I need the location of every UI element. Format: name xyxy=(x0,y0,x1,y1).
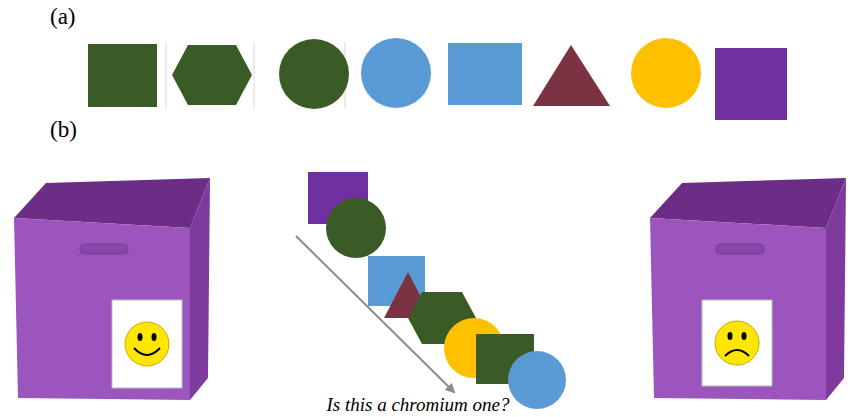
shape-row xyxy=(88,38,787,120)
purple-square xyxy=(715,48,787,120)
yellow-circle xyxy=(631,38,701,108)
red-triangle xyxy=(533,45,610,106)
box-label-card xyxy=(112,300,182,388)
blue-circle xyxy=(508,351,566,409)
storage-box-happy xyxy=(14,178,210,400)
green-square xyxy=(88,44,157,107)
box-handle xyxy=(80,244,128,254)
sad-eye xyxy=(728,332,733,340)
panel-label: (a) xyxy=(50,4,76,29)
box-side xyxy=(190,178,210,400)
panel-label: (b) xyxy=(50,117,77,142)
shape-sequence xyxy=(308,172,566,409)
sad-eye xyxy=(742,332,747,340)
box-handle xyxy=(716,244,764,254)
blue-circle xyxy=(361,38,431,108)
green-circle xyxy=(326,198,386,258)
green-circle xyxy=(279,39,349,109)
blue-square xyxy=(448,43,522,105)
box-label-card xyxy=(702,300,772,386)
smiley-face xyxy=(125,322,169,366)
smiley-mouth xyxy=(134,348,160,355)
smiley-eye xyxy=(152,333,157,341)
sad-face xyxy=(715,321,759,365)
caption-question: Is this a chromium one? xyxy=(327,395,510,416)
storage-box-sad xyxy=(650,178,846,400)
box-front xyxy=(14,218,190,400)
box-side xyxy=(826,178,846,400)
smiley-eye xyxy=(138,333,143,341)
box-front xyxy=(650,218,826,400)
divider-line xyxy=(166,42,167,108)
sad-mouth xyxy=(725,350,749,356)
divider-line xyxy=(254,42,255,108)
green-hexagon xyxy=(172,45,252,105)
